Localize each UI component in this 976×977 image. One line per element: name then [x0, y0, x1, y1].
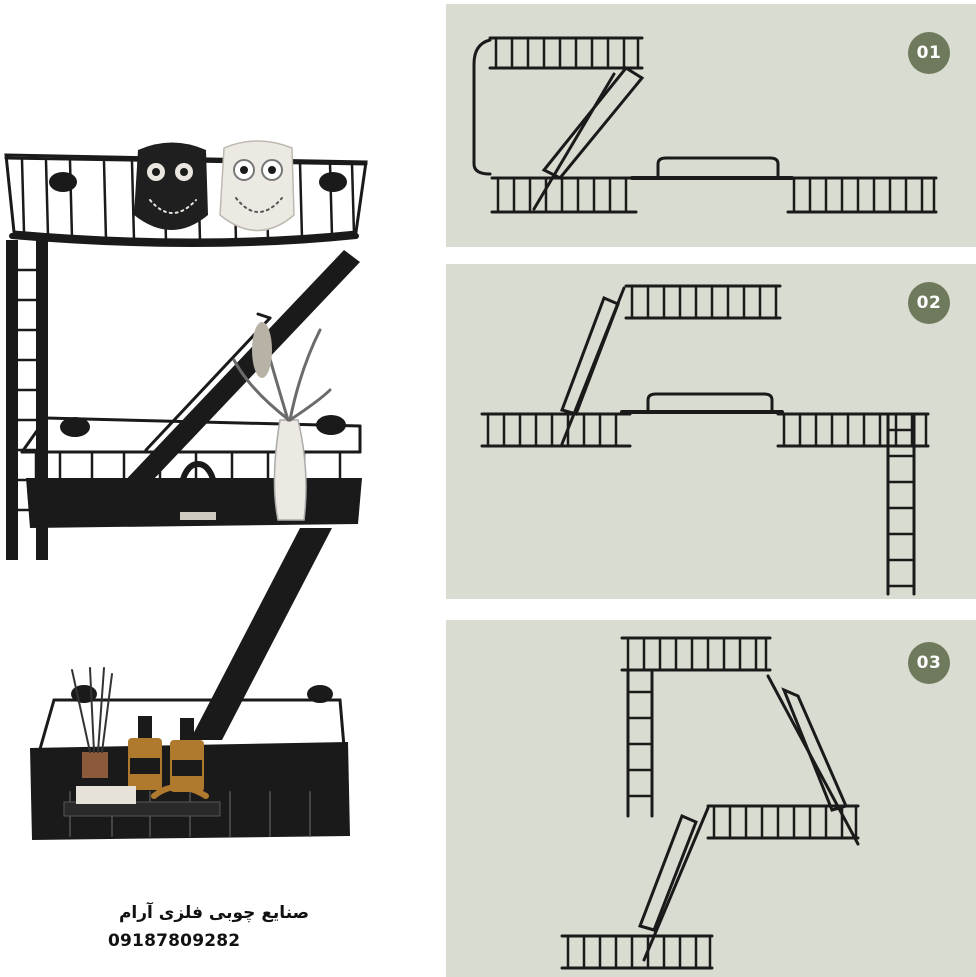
shop-name: صنایع چوبی فلزی آرام — [118, 903, 310, 923]
upper-diagonal-ladder — [118, 250, 360, 500]
step-panel-02: 02 — [446, 264, 976, 599]
reed-diffuser — [71, 667, 113, 778]
white-owl-figurine — [219, 140, 295, 232]
step-02-diagram — [480, 284, 930, 596]
soap-bottle-right — [170, 718, 204, 792]
step-panel-01: 01 — [446, 4, 976, 247]
step-badge-02: 02 — [908, 282, 950, 324]
phone-number: 09187809282 — [108, 931, 241, 951]
step-01-diagram — [472, 36, 938, 214]
step-panel-03: 03 — [446, 620, 976, 977]
product-photo — [4, 140, 368, 840]
vase-with-plant — [232, 322, 332, 521]
soap-bottle-left — [128, 716, 162, 790]
step-badge-03: 03 — [908, 642, 950, 684]
black-owl-figurine — [134, 142, 208, 230]
tray — [63, 784, 221, 817]
shop-caption: صنایع چوبی فلزی آرام 09187809282 — [108, 898, 328, 954]
round-sculpture — [179, 461, 217, 520]
step-badge-01: 01 — [908, 32, 950, 74]
step-03-diagram — [560, 636, 860, 970]
lower-diagonal-ladder — [190, 528, 332, 740]
